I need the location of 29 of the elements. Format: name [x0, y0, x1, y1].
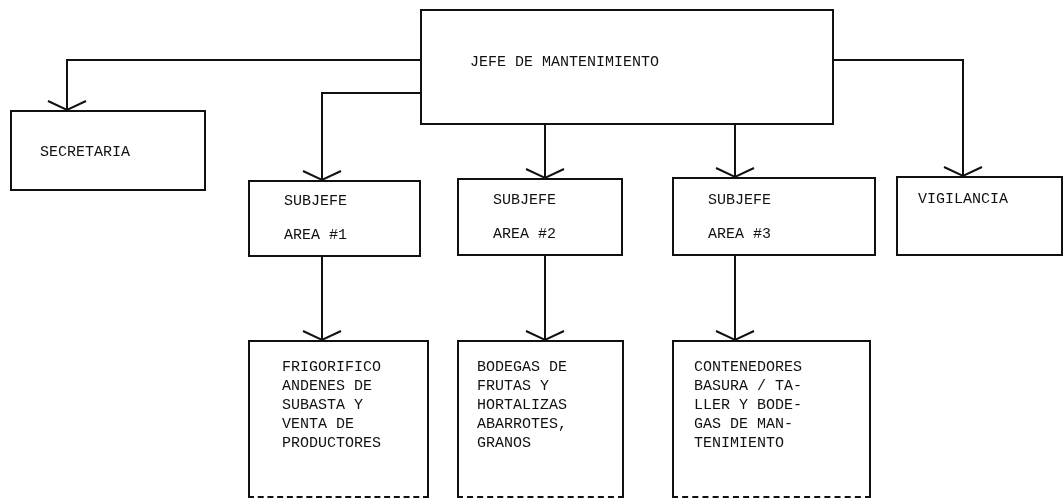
arrow [715, 255, 755, 341]
org-box [896, 176, 1063, 256]
arrow [525, 255, 565, 341]
org-box [672, 177, 876, 256]
box-label: JEFE DE MANTENIMIENTO [470, 54, 660, 71]
org-box [10, 110, 206, 191]
org-box [248, 340, 429, 498]
org-box [457, 178, 623, 256]
org-box [672, 340, 871, 498]
box-label: BODEGAS DE FRUTAS Y HORTALIZAS ABARROTES, GRANOS [477, 358, 568, 453]
arrow [715, 124, 755, 178]
box-label: SUBJEFE [284, 193, 347, 210]
box-label: AREA #2 [493, 226, 556, 243]
box-label: AREA #3 [708, 226, 771, 243]
box-label: SECRETARIA [40, 144, 130, 161]
box-label: VIGILANCIA [918, 191, 1008, 208]
org-box [457, 340, 624, 498]
arrow [525, 124, 565, 179]
org-box [420, 9, 834, 125]
arrow [833, 59, 983, 177]
box-label: CONTENEDORES BASURA / TA- LLER Y BODE- GAS DE MAN- TENIMIENTO [694, 358, 802, 453]
box-label: SUBJEFE [493, 192, 556, 209]
box-label: SUBJEFE [708, 192, 771, 209]
arrow [302, 256, 342, 341]
arrow [302, 92, 421, 181]
org-box [248, 180, 421, 257]
arrow [47, 59, 421, 111]
box-label: AREA #1 [284, 227, 347, 244]
box-label: FRIGORIFICO ANDENES DE SUBASTA Y VENTA DE PRODUCTORES [282, 358, 383, 453]
